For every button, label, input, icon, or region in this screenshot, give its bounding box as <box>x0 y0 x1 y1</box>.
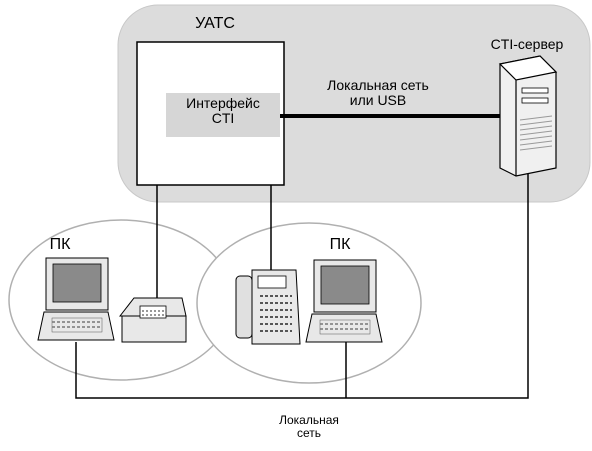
bottom-lan-label: Локальная сеть <box>279 413 339 441</box>
pc-left-label: ПК <box>49 236 71 253</box>
server-icon <box>498 55 558 177</box>
lan-usb-label: Локальная сеть или USB <box>327 77 429 109</box>
multiline-phone-icon <box>235 269 301 345</box>
cti-server-label: CTI-сервер <box>490 36 564 52</box>
phone-icon-left <box>118 297 187 343</box>
cti-interface-label: Интерфейс CTI <box>186 95 260 127</box>
cti-interface-box <box>166 93 280 137</box>
pc-group-right-oval <box>196 222 422 384</box>
bottom-lan-line <box>75 172 529 399</box>
pbx-label: УАТС <box>195 15 235 32</box>
computer-icon-right <box>305 259 383 343</box>
pc-right-label: ПК <box>329 236 351 253</box>
computer-icon-left <box>37 257 115 341</box>
